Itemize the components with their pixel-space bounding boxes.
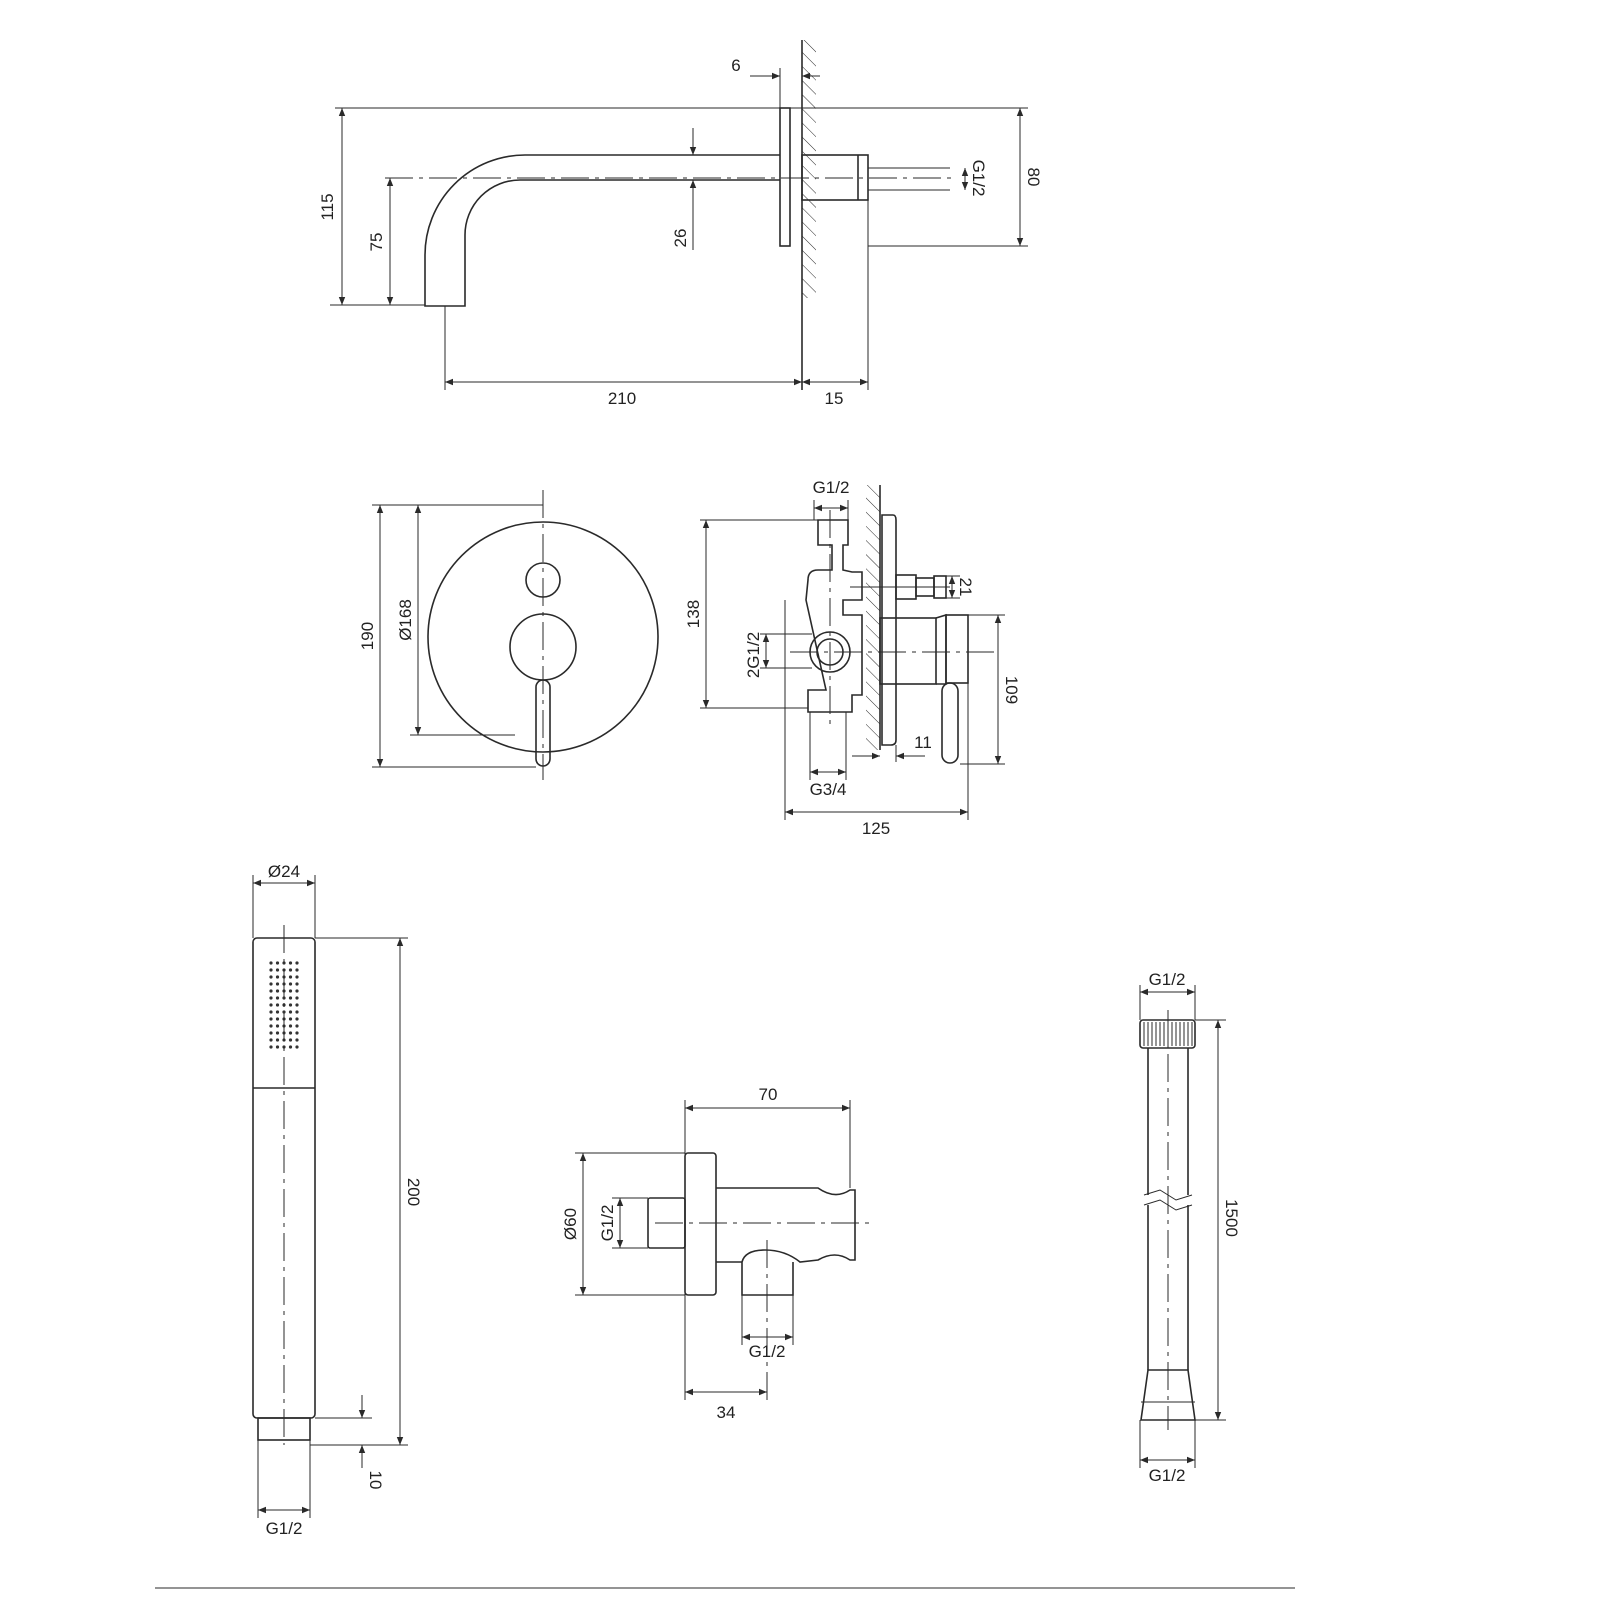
nozzle-dot bbox=[295, 989, 299, 993]
nozzle-dot bbox=[295, 1003, 299, 1007]
nozzle-dot bbox=[275, 1017, 280, 1021]
nozzle-dot bbox=[275, 1045, 280, 1049]
nozzle-dot bbox=[269, 975, 273, 979]
nozzle-dot bbox=[288, 1017, 293, 1021]
dim-109: 109 bbox=[1002, 676, 1021, 704]
dim-34: 34 bbox=[717, 1403, 736, 1422]
dim-125: 125 bbox=[862, 819, 890, 838]
dim-26: 26 bbox=[671, 229, 690, 248]
nozzle-dot bbox=[295, 1045, 299, 1049]
nozzle-dot bbox=[295, 1024, 299, 1028]
dim-11: 11 bbox=[914, 733, 932, 752]
hose-drawing: G1/2 1500 G1/2 bbox=[1139, 970, 1241, 1485]
nozzle-dot bbox=[275, 961, 280, 965]
nozzle-dot bbox=[275, 968, 280, 972]
dim-2g12: 2G1/2 bbox=[744, 632, 763, 678]
nozzle-dot bbox=[269, 961, 273, 965]
nozzle-dot bbox=[275, 1031, 280, 1035]
dim-outlet-outlet: G1/2 bbox=[749, 1342, 786, 1361]
nozzle-dot bbox=[275, 975, 280, 979]
nozzle-dot bbox=[288, 975, 293, 979]
spout-drawing: 115 75 26 G1/2 80 6 210 15 bbox=[318, 40, 1043, 408]
hose-nut-knurl bbox=[1143, 1022, 1193, 1046]
wall-hatch bbox=[802, 40, 816, 298]
nozzle-dot bbox=[295, 968, 299, 972]
wall-outlet-drawing: 70 Ø60 G1/2 G1/2 34 bbox=[561, 1085, 870, 1422]
nozzle-dot bbox=[288, 961, 293, 965]
dim-15: 15 bbox=[825, 389, 844, 408]
dim-168: Ø168 bbox=[396, 599, 415, 641]
nozzle-dot bbox=[288, 989, 293, 993]
nozzle-dot bbox=[269, 1045, 273, 1049]
mixer-side-drawing: G1/2 138 21 2G1/2 109 11 G3/4 125 bbox=[684, 478, 1021, 838]
nozzle-dot bbox=[269, 1010, 273, 1014]
dim-shower-thread: G1/2 bbox=[266, 1519, 303, 1538]
nozzle-dot bbox=[269, 1024, 273, 1028]
nozzle-dot bbox=[295, 1010, 299, 1014]
nozzle-dot bbox=[288, 1003, 293, 1007]
nozzle-dot bbox=[288, 996, 293, 1000]
dim-mixer-top-thread: G1/2 bbox=[813, 478, 850, 497]
dim-1500: 1500 bbox=[1222, 1199, 1241, 1237]
dim-200: 200 bbox=[404, 1178, 423, 1206]
dim-210: 210 bbox=[608, 389, 636, 408]
dim-24: Ø24 bbox=[268, 862, 300, 881]
dim-190: 190 bbox=[358, 622, 377, 650]
dim-21: 21 bbox=[956, 578, 975, 597]
nozzle-dot bbox=[288, 1031, 293, 1035]
dim-hose-top: G1/2 bbox=[1149, 970, 1186, 989]
nozzle-dot bbox=[275, 1038, 280, 1042]
nozzle-dot bbox=[288, 1038, 293, 1042]
nozzle-dot bbox=[269, 1038, 273, 1042]
spray-nozzles bbox=[269, 961, 299, 1049]
dim-10: 10 bbox=[366, 1471, 385, 1490]
nozzle-dot bbox=[269, 968, 273, 972]
dim-hose-bottom: G1/2 bbox=[1149, 1466, 1186, 1485]
nozzle-dot bbox=[295, 1038, 299, 1042]
nozzle-dot bbox=[275, 1003, 280, 1007]
nozzle-dot bbox=[282, 1010, 286, 1014]
dim-80: 80 bbox=[1024, 168, 1043, 187]
nozzle-dot bbox=[275, 1024, 280, 1028]
nozzle-dot bbox=[269, 996, 273, 1000]
nozzle-dot bbox=[288, 968, 293, 972]
nozzle-dot bbox=[269, 1031, 273, 1035]
dim-138: 138 bbox=[684, 600, 703, 628]
nozzle-dot bbox=[288, 1045, 293, 1049]
nozzle-dot bbox=[275, 982, 280, 986]
nozzle-dot bbox=[269, 982, 273, 986]
nozzle-dot bbox=[295, 1017, 299, 1021]
nozzle-dot bbox=[269, 989, 273, 993]
nozzle-dot bbox=[295, 961, 299, 965]
nozzle-dot bbox=[295, 1031, 299, 1035]
nozzle-dot bbox=[288, 1024, 293, 1028]
nozzle-dot bbox=[282, 996, 286, 1000]
nozzle-dot bbox=[288, 1010, 293, 1014]
dim-115: 115 bbox=[318, 193, 337, 220]
dim-60: Ø60 bbox=[561, 1208, 580, 1240]
dim-6: 6 bbox=[731, 56, 740, 75]
dim-spout-thread: G1/2 bbox=[969, 160, 988, 197]
dim-75: 75 bbox=[367, 233, 386, 252]
nozzle-dot bbox=[275, 989, 280, 993]
dim-70: 70 bbox=[759, 1085, 778, 1104]
dim-g34: G3/4 bbox=[810, 780, 847, 799]
nozzle-dot bbox=[269, 1017, 273, 1021]
nozzle-dot bbox=[295, 975, 299, 979]
nozzle-dot bbox=[275, 1010, 280, 1014]
nozzle-dot bbox=[269, 1003, 273, 1007]
nozzle-dot bbox=[288, 982, 293, 986]
hand-shower-drawing: Ø24 200 10 G1/2 bbox=[252, 862, 423, 1538]
mixer-front-drawing: 190 Ø168 bbox=[358, 490, 659, 780]
nozzle-dot bbox=[295, 982, 299, 986]
nozzle-dot bbox=[295, 996, 299, 1000]
nozzle-dot bbox=[275, 996, 280, 1000]
dim-outlet-inlet: G1/2 bbox=[598, 1205, 617, 1242]
